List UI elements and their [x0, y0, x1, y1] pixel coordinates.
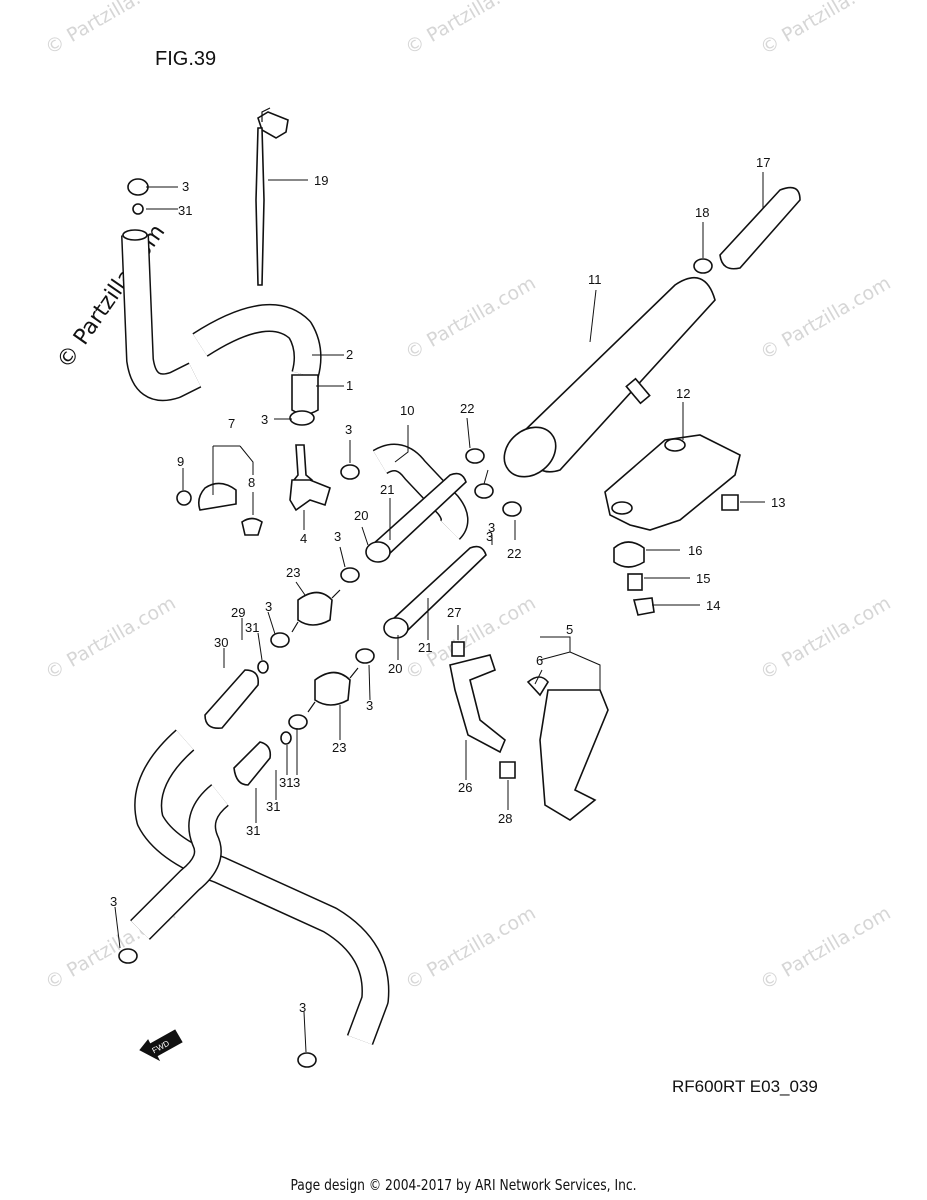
callout-3: 3 — [299, 1000, 306, 1015]
part-3-clamp — [127, 178, 315, 426]
callout-20: 20 — [388, 661, 402, 676]
part-15-collar — [627, 573, 643, 591]
watermark: © Partzilla.com — [757, 592, 895, 684]
part-5-bracket — [526, 676, 609, 821]
callout-23: 23 — [332, 740, 346, 755]
callout-3: 3 — [345, 422, 352, 437]
callout-3: 3 — [110, 894, 117, 909]
watermark: © Partzilla.com — [42, 592, 180, 684]
part-4-valve — [289, 444, 331, 512]
callout-22: 22 — [460, 401, 474, 416]
callout-2: 2 — [346, 347, 353, 362]
part-17-hose — [719, 186, 801, 270]
callout-12: 12 — [676, 386, 690, 401]
callout-14: 14 — [706, 598, 720, 613]
part-11-canister — [503, 276, 716, 478]
callout-31: 31 — [279, 775, 293, 790]
watermark: © Partzilla.com — [402, 272, 540, 364]
part-26-bolt — [499, 761, 516, 779]
callout-24: 26 — [458, 780, 472, 795]
watermark: © Partzilla.com — [757, 0, 895, 59]
figure-code: RF600RT E03_039 — [672, 1077, 818, 1096]
callout-8: 8 — [248, 475, 255, 490]
callout-3: 3 — [265, 599, 272, 614]
callout-20: 20 — [354, 508, 368, 523]
callout-29: 31 — [266, 799, 280, 814]
callout-23: 23 — [286, 565, 300, 580]
callout-18: 18 — [695, 205, 709, 220]
part-12-bracket — [604, 434, 741, 531]
callout-3: 3 — [293, 775, 300, 790]
callout-3: 3 — [334, 529, 341, 544]
callout-31: 31 — [245, 620, 259, 635]
part-24-stay — [449, 654, 506, 754]
callout-6: 6 — [536, 653, 543, 668]
part-7-bracket — [176, 482, 263, 536]
callout-labels: 3 31 19 2 1 3 3 7 9 8 4 10 21 20 3 3 3 2… — [110, 155, 785, 1015]
part-23-filter-upper — [291, 589, 341, 633]
watermark: © Partzilla.com — [402, 902, 540, 994]
callout-3: 3 — [261, 412, 268, 427]
callout-30: 31 — [246, 823, 260, 838]
callout-26: 28 — [498, 811, 512, 826]
watermark: © Partzilla.com — [757, 902, 895, 994]
callout-3: 3 — [488, 520, 495, 535]
part-10-hose — [372, 443, 469, 540]
footer-copyright: Page design © 2004-2017 by ARI Network S… — [290, 1176, 637, 1194]
callout-27: 29 — [231, 605, 245, 620]
callout-3: 3 — [182, 179, 189, 194]
leader-lines — [114, 172, 765, 1053]
part-28-sleeve — [204, 669, 260, 730]
callout-15: 15 — [696, 571, 710, 586]
part-23-filter-lower — [307, 667, 359, 713]
callout-17: 17 — [756, 155, 770, 170]
callout-5: 5 — [566, 622, 573, 637]
callout-19: 19 — [314, 173, 328, 188]
part-13-bolt — [721, 494, 739, 511]
callout-28: 30 — [214, 635, 228, 650]
forward-arrow-icon: FWD — [139, 1029, 183, 1062]
callout-4: 4 — [300, 531, 307, 546]
part-14-bolt — [632, 597, 655, 616]
lower-hose-assembly — [118, 729, 390, 1068]
callout-13: 13 — [771, 495, 785, 510]
watermark: © Partzilla.com — [757, 272, 895, 364]
part-21-pipe-upper — [365, 472, 467, 563]
part-16-grommet — [613, 541, 645, 568]
callout-22: 22 — [507, 546, 521, 561]
clamp-group — [270, 258, 713, 730]
part-31-joint — [257, 660, 292, 745]
part-19-strap — [255, 107, 289, 286]
callout-31: 31 — [178, 203, 192, 218]
figure-title: FIG.39 — [155, 48, 217, 70]
watermark: © Partzilla.com — [402, 0, 540, 59]
callout-3: 3 — [366, 698, 373, 713]
callout-7: 7 — [228, 416, 235, 431]
callout-16: 16 — [688, 543, 702, 558]
callout-11: 11 — [588, 272, 602, 287]
callout-21: 21 — [380, 482, 394, 497]
callout-9: 9 — [177, 454, 184, 469]
callout-25: 27 — [447, 605, 461, 620]
part-21-pipe-lower — [383, 545, 487, 639]
callout-21: 21 — [418, 640, 432, 655]
callout-3: 3 — [486, 529, 493, 544]
callout-10: 10 — [400, 403, 414, 418]
callout-1: 1 — [346, 378, 353, 393]
part-25-bolt — [451, 641, 465, 657]
part-2-hose — [121, 229, 322, 415]
part-30-sleeve — [233, 741, 272, 786]
